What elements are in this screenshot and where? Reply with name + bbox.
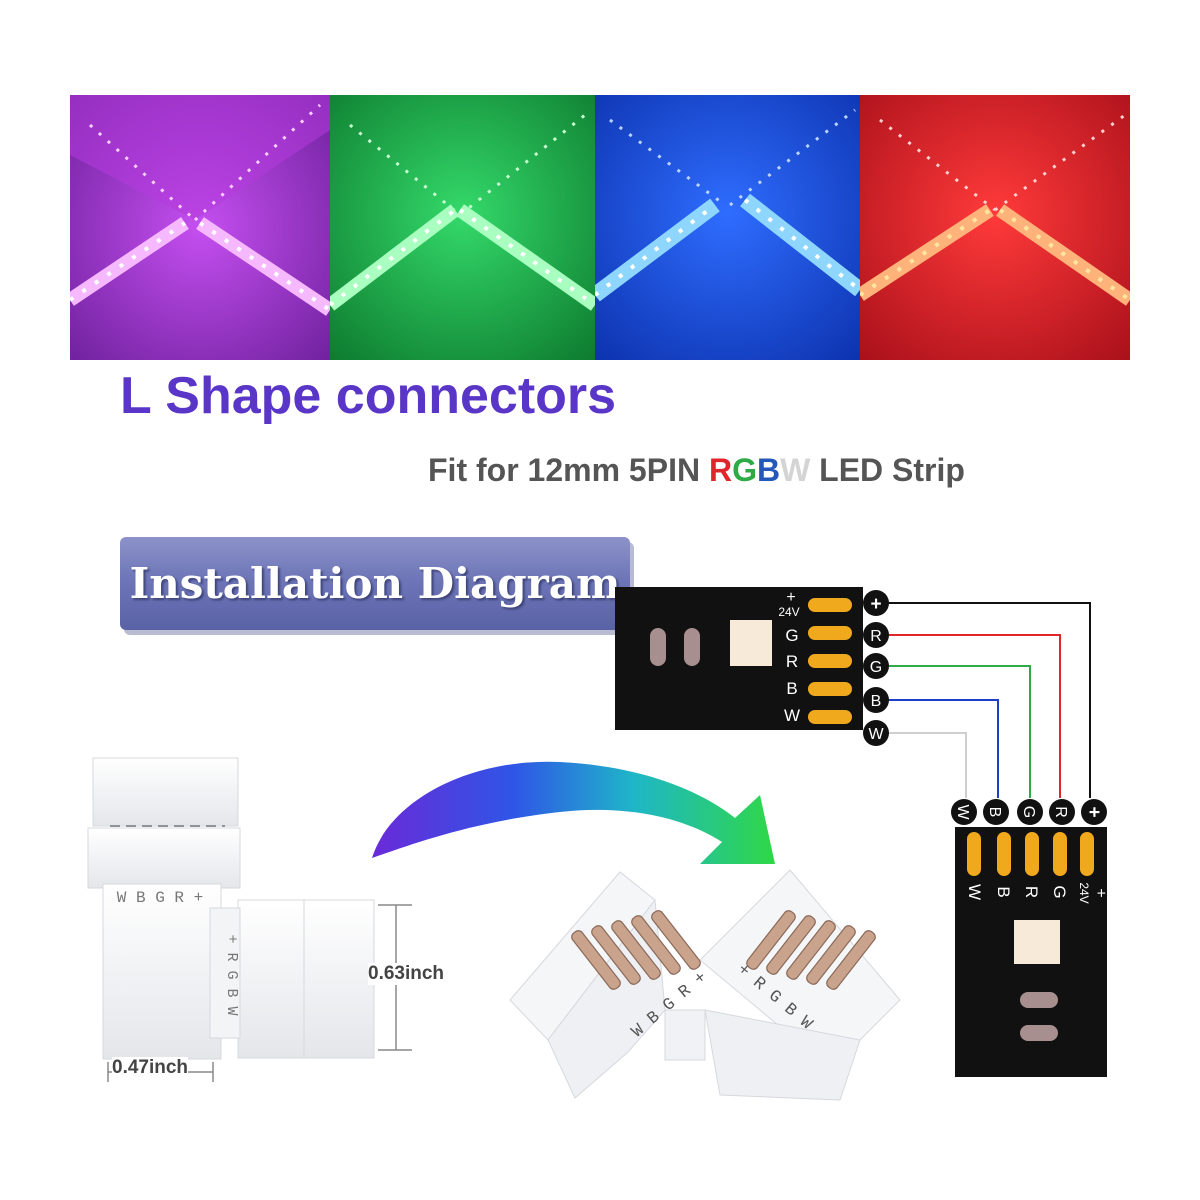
page-title: L Shape connectors: [120, 367, 617, 425]
photo-green-led: [330, 95, 595, 360]
height-dimension-label: 0.63inch: [368, 963, 445, 985]
vpcb-pin-g-label: G: [1050, 885, 1069, 898]
vterminal-plus: +: [1083, 806, 1104, 817]
vpcb-voltage-label: 24V: [1077, 882, 1091, 903]
subtitle-letter-r: R: [708, 452, 733, 488]
straight-vertical-pin-text: + R G B W: [223, 934, 240, 1015]
terminal-r: R: [870, 628, 882, 645]
pcb-pin-b-label: B: [786, 679, 797, 698]
subtitle-prefix: Fit for 12mm 5PIN: [428, 452, 709, 488]
vpcb-plus-label: +: [1092, 888, 1109, 897]
vterminal-b: B: [986, 807, 1003, 818]
vterminal-g: G: [1020, 806, 1037, 818]
pcb-pin-g-label: G: [785, 626, 798, 645]
subtitle-letter-w: W: [780, 452, 811, 488]
horizontal-led-strip-pcb: + 24V G R B W: [615, 587, 863, 730]
terminal-b: B: [871, 693, 882, 710]
subtitle-letter-g: G: [732, 452, 757, 488]
vpcb-pin-w-label: W: [965, 884, 984, 900]
width-dimension-label: 0.47inch: [112, 1057, 189, 1079]
pcb-plus-label: +: [786, 589, 795, 606]
vertical-terminals: + R G B W: [951, 799, 1107, 825]
vterminal-w: W: [954, 804, 971, 820]
installation-diagram-badge: Installation Diagram: [120, 537, 630, 630]
curved-arrow-icon: [372, 761, 775, 864]
terminal-g: G: [870, 659, 882, 676]
horizontal-terminals: + R G B W: [863, 590, 889, 746]
subtitle-letter-b: B: [756, 452, 781, 488]
terminal-plus: +: [870, 594, 881, 615]
photo-purple-led: [70, 95, 330, 360]
terminal-w: W: [868, 726, 884, 743]
subtitle-suffix: LED Strip: [810, 452, 965, 488]
photo-red-led: [860, 95, 1130, 360]
vertical-led-strip-pcb: W B R G 24V +: [955, 827, 1109, 1077]
vpcb-pin-b-label: B: [994, 886, 1013, 897]
photo-blue-led: [595, 95, 860, 360]
pcb-pin-r-label: R: [786, 652, 798, 671]
wiring-lines: [888, 602, 1091, 798]
l-shape-connector-photo: W B G R + + R G B W: [509, 869, 901, 1101]
pcb-voltage-label: 24V: [778, 605, 799, 619]
straight-pin-text: W B G R +: [117, 889, 203, 907]
vpcb-pin-r-label: R: [1022, 886, 1041, 898]
compatibility-subtitle: Fit for 12mm 5PIN RGBW LED Strip: [428, 452, 965, 489]
vterminal-r: R: [1052, 806, 1069, 818]
straight-connector-photo: W B G R + + R G B W: [87, 757, 375, 1060]
pcb-pin-w-label: W: [784, 706, 800, 725]
